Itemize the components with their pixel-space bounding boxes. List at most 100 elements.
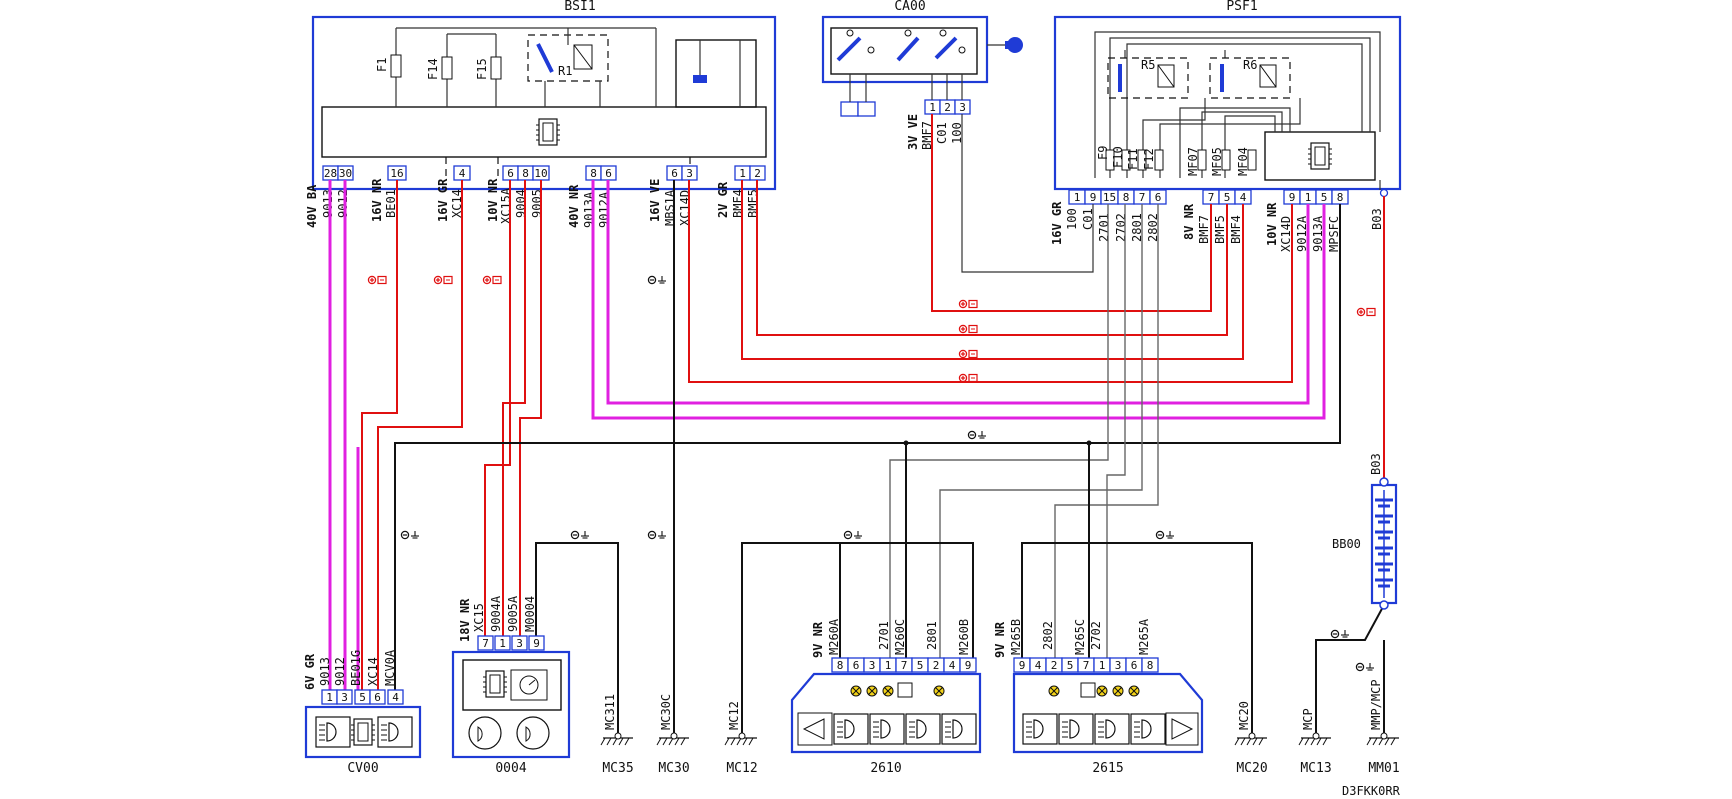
svg-text:4: 4 bbox=[949, 659, 956, 672]
headlamp-icon bbox=[833, 713, 869, 745]
svg-text:6: 6 bbox=[605, 167, 612, 180]
c2610-module: 8 6 3 1 7 5 2 4 9 2610 9V NR M260A 2701 … bbox=[790, 618, 982, 776]
svg-text:10: 10 bbox=[534, 167, 547, 180]
bsi1-pin: 1 bbox=[734, 165, 751, 181]
svg-text:MCV0A: MCV0A bbox=[383, 649, 397, 686]
svg-text:100: 100 bbox=[950, 122, 964, 144]
svg-text:MC20: MC20 bbox=[1236, 761, 1267, 776]
svg-text:6V GR: 6V GR bbox=[303, 653, 317, 690]
svg-text:9013: 9013 bbox=[318, 657, 332, 686]
bsi1-pin: 6 bbox=[600, 165, 617, 181]
ground-minus-icon bbox=[967, 430, 987, 440]
ca00-pin: 1 bbox=[924, 99, 941, 115]
svg-text:M260C: M260C bbox=[893, 619, 907, 655]
svg-text:10V NR: 10V NR bbox=[1265, 202, 1279, 246]
cv00-pin: 1 bbox=[321, 689, 338, 705]
headlamp-icon bbox=[1058, 713, 1094, 745]
psf1-pin: 5 bbox=[1315, 189, 1333, 205]
bsi1-pins: 28 30 16 4 6 8 10 8 6 6 3 1 2 bbox=[322, 165, 766, 181]
svg-text:6: 6 bbox=[853, 659, 860, 672]
svg-text:MC12: MC12 bbox=[726, 761, 757, 776]
svg-text:B03: B03 bbox=[1370, 208, 1384, 230]
svg-text:6: 6 bbox=[671, 167, 678, 180]
bsi1-module: BSI1 F1 F14 F15 R1 bbox=[311, 0, 777, 191]
ground-minus-icon bbox=[1355, 662, 1375, 672]
svg-text:16V GR: 16V GR bbox=[1050, 201, 1064, 245]
headlamp-icon bbox=[869, 713, 905, 745]
cv00-module: CV00 1 3 5 6 4 6V GR 9013 9012 BE01G XC1… bbox=[303, 649, 422, 776]
headlamp-icon bbox=[1094, 713, 1130, 745]
svg-text:1: 1 bbox=[499, 637, 506, 650]
svg-text:2801: 2801 bbox=[1130, 213, 1144, 242]
lamp-icon bbox=[1096, 685, 1108, 697]
svg-text:9005A: 9005A bbox=[506, 595, 520, 632]
svg-text:F10: F10 bbox=[1111, 146, 1125, 168]
svg-text:3: 3 bbox=[1115, 659, 1122, 672]
battery-plus-icon bbox=[958, 324, 978, 334]
svg-text:M265A: M265A bbox=[1137, 618, 1151, 655]
svg-text:BMF7: BMF7 bbox=[1197, 215, 1211, 244]
svg-text:9004A: 9004A bbox=[489, 595, 503, 632]
svg-text:M260B: M260B bbox=[957, 619, 971, 655]
svg-text:MF07: MF07 bbox=[1186, 147, 1200, 176]
fuse-f14-label: F14 bbox=[426, 58, 440, 80]
psf1-pin: 7 bbox=[1202, 189, 1220, 205]
battery-markers bbox=[367, 275, 1376, 383]
ground-minus-icon bbox=[1330, 629, 1350, 639]
svg-text:2702: 2702 bbox=[1114, 213, 1128, 242]
fuse-f15-label: F15 bbox=[475, 58, 489, 80]
svg-text:MC12: MC12 bbox=[727, 701, 741, 730]
relay-r6-label: R6 bbox=[1243, 58, 1257, 72]
svg-text:MC20: MC20 bbox=[1237, 701, 1251, 730]
svg-text:M265B: M265B bbox=[1009, 619, 1023, 655]
cv00-title: CV00 bbox=[347, 761, 378, 776]
svg-text:100: 100 bbox=[1065, 208, 1079, 230]
svg-text:BMF5: BMF5 bbox=[1213, 215, 1227, 244]
cv00-pin: 5 bbox=[354, 689, 371, 705]
headlamp-icon bbox=[315, 716, 351, 748]
svg-text:1: 1 bbox=[885, 659, 892, 672]
svg-text:1: 1 bbox=[1074, 191, 1081, 204]
svg-text:40V NR: 40V NR bbox=[567, 184, 581, 228]
lamp-icon bbox=[882, 685, 894, 697]
battery-plus-icon bbox=[958, 349, 978, 359]
psf1-module: PSF1 R5 R6 F9 F10 F11 F12 MF07 bbox=[1053, 0, 1402, 191]
drawing-reference: D3FKK0RR bbox=[1342, 784, 1401, 798]
psf1-pin: 6 bbox=[1149, 189, 1167, 205]
svg-text:8: 8 bbox=[837, 659, 844, 672]
bsi1-pin: 10 bbox=[532, 165, 550, 181]
psf1-title: PSF1 bbox=[1226, 0, 1257, 14]
ca00-pins: 1 2 3 3V VE BMF7 C01 100 bbox=[906, 74, 971, 150]
svg-text:16V GR: 16V GR bbox=[436, 178, 450, 222]
svg-text:9: 9 bbox=[1289, 191, 1296, 204]
svg-text:2: 2 bbox=[1051, 659, 1058, 672]
battery-plus-icon bbox=[482, 275, 502, 285]
lamp-icon bbox=[866, 685, 878, 697]
svg-text:9012: 9012 bbox=[333, 657, 347, 686]
svg-text:9: 9 bbox=[1090, 191, 1097, 204]
c2610-pins: 8 6 3 1 7 5 2 4 9 bbox=[831, 657, 977, 673]
svg-text:MMP/MCP: MMP/MCP bbox=[1369, 679, 1383, 730]
fuse-f1-label: F1 bbox=[375, 58, 389, 72]
svg-text:1: 1 bbox=[929, 101, 936, 114]
svg-text:XC14D: XC14D bbox=[1279, 216, 1293, 252]
svg-text:5: 5 bbox=[917, 659, 924, 672]
ground-minus-icon bbox=[647, 530, 667, 540]
bsi1-pin: 6 bbox=[666, 165, 683, 181]
c2615-pins: 9 4 2 5 7 1 3 6 8 bbox=[1013, 657, 1159, 673]
svg-text:15: 15 bbox=[1103, 191, 1116, 204]
bsi1-pin: 2 bbox=[749, 165, 766, 181]
svg-text:28: 28 bbox=[324, 167, 337, 180]
svg-text:5: 5 bbox=[1321, 191, 1328, 204]
svg-text:9013: 9013 bbox=[321, 189, 335, 218]
svg-text:3: 3 bbox=[686, 167, 693, 180]
svg-text:MC30C: MC30C bbox=[659, 694, 673, 730]
ground-minus-icon bbox=[400, 530, 420, 540]
svg-text:3: 3 bbox=[341, 691, 348, 704]
bsi1-chip-icon bbox=[535, 118, 561, 146]
bsi1-title: BSI1 bbox=[564, 0, 595, 14]
cv00-pin: 4 bbox=[387, 689, 404, 705]
svg-text:6: 6 bbox=[507, 167, 514, 180]
svg-text:2802: 2802 bbox=[1041, 621, 1055, 650]
psf1-pins: 1 9 15 8 7 6 7 5 4 9 1 5 8 bbox=[1068, 180, 1389, 205]
